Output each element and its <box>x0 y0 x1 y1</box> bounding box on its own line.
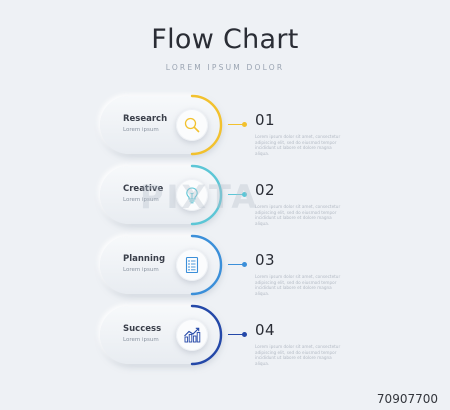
step-number: 02 <box>255 181 276 199</box>
watermark-text: PIXTA <box>140 178 260 216</box>
checklist-icon <box>185 256 199 274</box>
step-connector <box>228 262 247 267</box>
lightbulb-icon <box>186 187 198 204</box>
step-label: Creative <box>123 184 164 194</box>
step-connector <box>228 192 247 197</box>
step-ring <box>190 164 223 226</box>
step-ring <box>190 304 223 366</box>
step-planning: Planning Lorem ipsum 03 Lorem ipsum dolo… <box>0 234 450 296</box>
step-success: Success Lorem ipsum 04 Lorem ipsum dolor… <box>0 304 450 366</box>
step-description: Lorem ipsum dolor sit amet, consectetur … <box>255 204 341 226</box>
step-connector <box>228 122 247 127</box>
step-ring <box>190 234 223 296</box>
image-id-label: 70907700 <box>376 392 438 406</box>
step-connector <box>228 332 247 337</box>
step-description: Lorem ipsum dolor sit amet, consectetur … <box>255 344 341 366</box>
step-sublabel: Lorem ipsum <box>123 337 159 343</box>
step-research: Research Lorem ipsum 01 Lorem ipsum dolo… <box>0 94 450 156</box>
magnifier-icon <box>184 117 200 133</box>
step-number: 01 <box>255 111 276 129</box>
step-sublabel: Lorem ipsum <box>123 127 159 133</box>
step-description: Lorem ipsum dolor sit amet, consectetur … <box>255 134 341 156</box>
page-subtitle: LOREM IPSUM DOLOR <box>165 63 285 72</box>
growth-chart-icon <box>184 327 201 343</box>
page-title: Flow Chart <box>151 24 299 55</box>
step-ring <box>190 94 223 156</box>
step-number: 03 <box>255 251 276 269</box>
step-creative: Creative Lorem ipsum 02 Lorem ipsum dolo… <box>0 164 450 226</box>
step-sublabel: Lorem ipsum <box>123 197 159 203</box>
step-label: Planning <box>123 254 166 264</box>
step-description: Lorem ipsum dolor sit amet, consectetur … <box>255 274 341 296</box>
step-sublabel: Lorem ipsum <box>123 267 159 273</box>
step-label: Success <box>123 324 162 334</box>
icon-circle <box>176 249 208 281</box>
icon-circle <box>176 109 208 141</box>
step-number: 04 <box>255 321 276 339</box>
step-label: Research <box>123 114 168 124</box>
